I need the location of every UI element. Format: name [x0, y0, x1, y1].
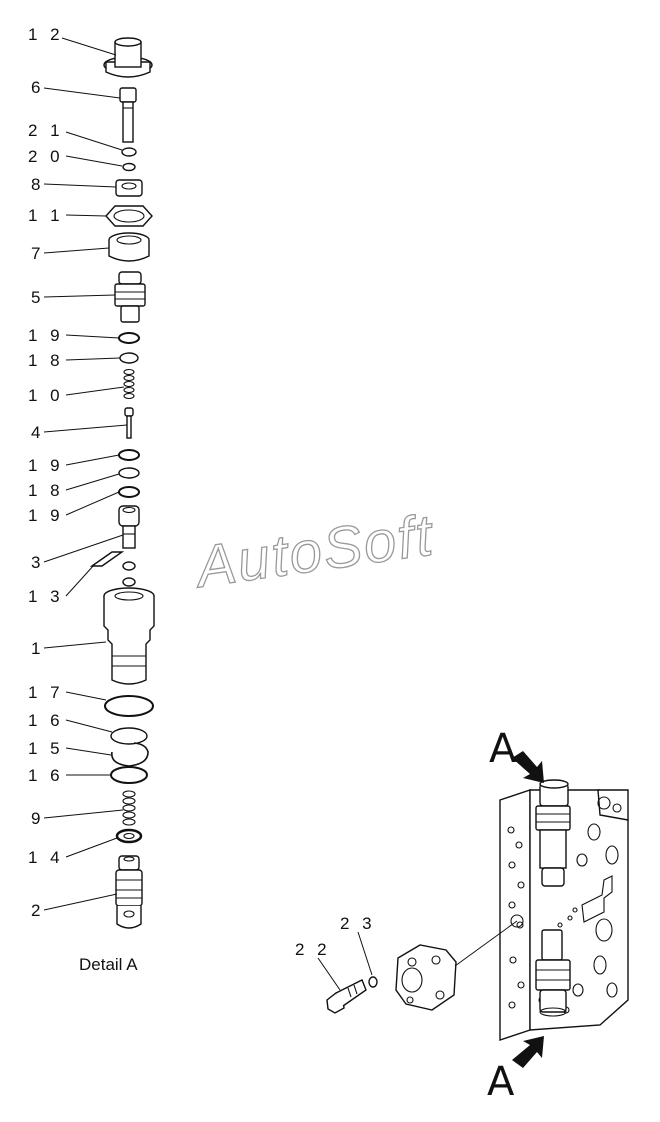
- view-arrow-top: [512, 751, 544, 783]
- callout-3: 3: [31, 553, 44, 572]
- callout-5: 5: [31, 288, 44, 307]
- part-oring-19a: [118, 332, 140, 344]
- part-snap-ring-15: [111, 742, 149, 767]
- part-ring-16a: [110, 727, 148, 745]
- callout-11: 1 1: [28, 206, 64, 225]
- part-hex-gasket-11: [105, 205, 153, 227]
- part-locknut-7: [108, 232, 150, 262]
- callout-14: 1 4: [28, 848, 64, 867]
- part-backup-ring-13: [89, 551, 136, 587]
- callout-19-b: 1 9: [28, 456, 64, 475]
- callout-9: 9: [31, 809, 44, 828]
- callout-8: 8: [31, 175, 44, 194]
- part-ring-21: [121, 147, 137, 157]
- view-marker-bottom: A: [487, 1059, 515, 1105]
- valve-block-assembly: 2 3 2 2 A A: [295, 726, 629, 1105]
- callout-7: 7: [31, 244, 44, 263]
- part-oring-18b: [118, 467, 140, 479]
- part-seat-3: [118, 505, 140, 549]
- detail-caption: Detail A: [79, 955, 138, 974]
- callout-13: 1 3: [28, 587, 64, 606]
- part-ring-20: [122, 162, 136, 172]
- part-adjuster-5: [114, 271, 146, 323]
- part-sleeve-1: [103, 587, 155, 685]
- callout-19-a: 1 9: [28, 326, 64, 345]
- callout-4: 4: [31, 423, 44, 442]
- part-poppet-4: [124, 407, 134, 439]
- part-oring-19b: [118, 449, 140, 461]
- watermark: AutoSoft: [190, 502, 439, 600]
- callout-16-a: 1 6: [28, 711, 64, 730]
- view-arrow-bottom: [512, 1036, 544, 1068]
- view-marker-top: A: [489, 726, 517, 772]
- part-spring-9: [122, 790, 136, 826]
- callout-18-b: 1 8: [28, 481, 64, 500]
- callout-15: 1 5: [28, 739, 64, 758]
- callout-17: 1 7: [28, 683, 64, 702]
- part-plug-6: [119, 87, 137, 143]
- part-nut-8: [115, 179, 143, 197]
- callout-1: 1: [31, 639, 44, 658]
- part-spool-2: [115, 855, 143, 929]
- part-cap-12: [103, 37, 153, 78]
- part-spring-10: [123, 368, 135, 400]
- callout-12: 1 2: [28, 25, 64, 44]
- callout-20: 2 0: [28, 147, 64, 166]
- callout-18-a: 1 8: [28, 351, 64, 370]
- part-flange-cover: [395, 944, 457, 1011]
- part-bolt-22: [326, 979, 367, 1014]
- callout-23: 2 3: [340, 914, 376, 933]
- part-oring-17: [104, 695, 154, 717]
- callout-16-b: 1 6: [28, 766, 64, 785]
- callout-2: 2: [31, 901, 44, 920]
- part-oring-19c: [118, 486, 140, 498]
- callout-21: 2 1: [28, 121, 64, 140]
- callout-19-c: 1 9: [28, 506, 64, 525]
- callout-10: 1 0: [28, 386, 64, 405]
- part-washer-23: [368, 976, 378, 988]
- detail-a-exploded-view: 1 2 6 2 1 2 0 8 1 1 7 5 1 9 1 8 1 0 4 1 …: [28, 25, 155, 974]
- callout-22: 2 2: [295, 940, 331, 959]
- part-ring-16b: [110, 766, 148, 784]
- callout-6: 6: [31, 78, 44, 97]
- part-oring-18a: [119, 352, 139, 364]
- part-washer-14: [115, 828, 143, 844]
